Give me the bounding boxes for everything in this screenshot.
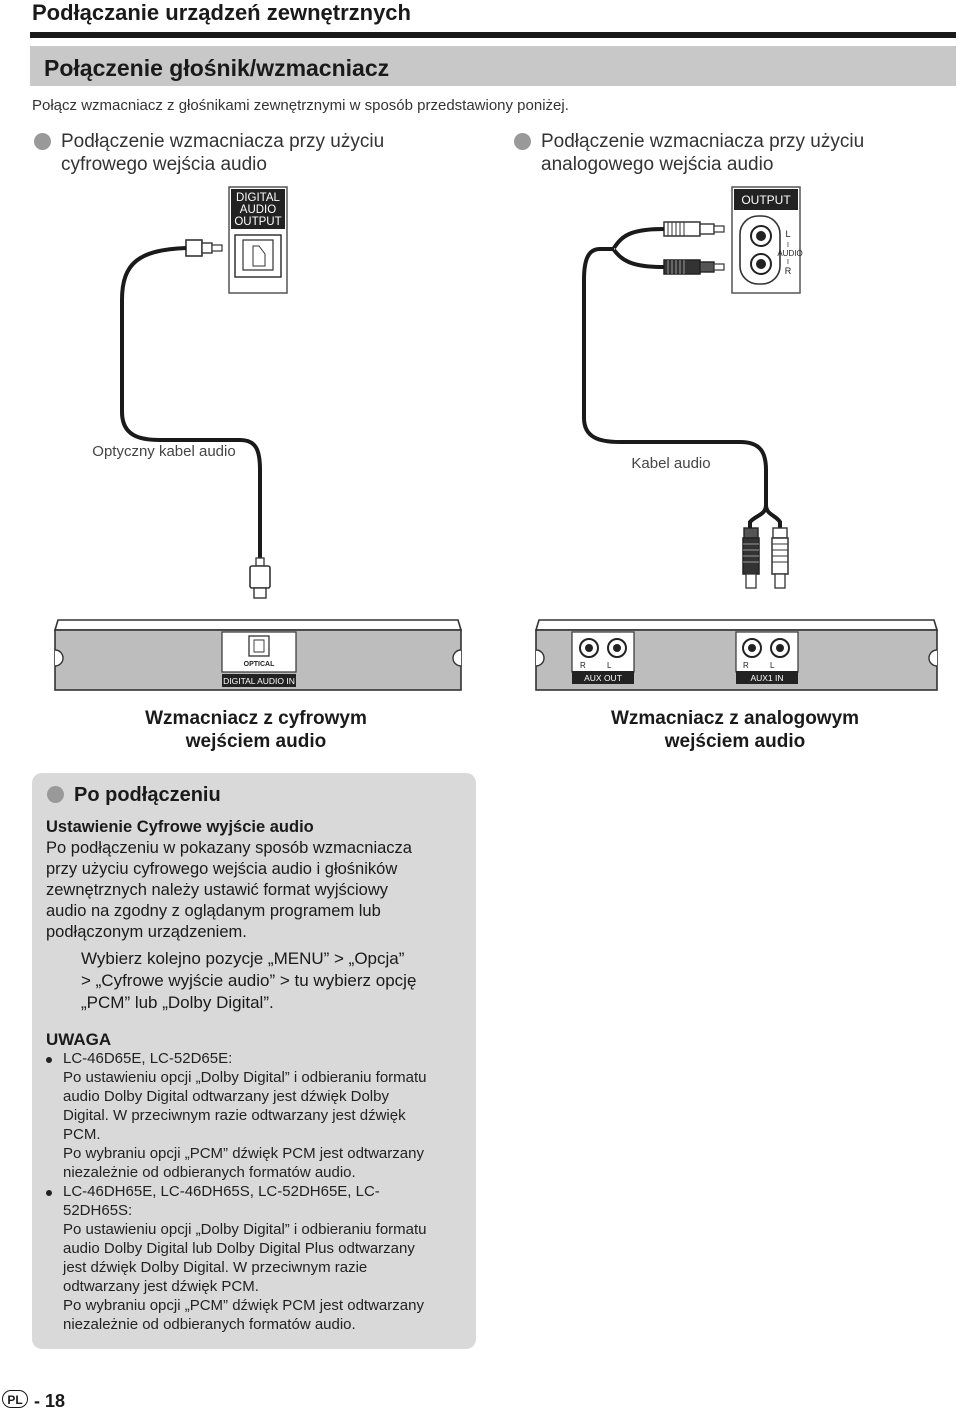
language-badge: PL — [2, 1390, 28, 1408]
after-subtitle: Ustawienie Cyfrowe wyjście audio — [46, 818, 314, 836]
intro-text: Połącz wzmacniacz z głośnikami zewnętrzn… — [32, 97, 569, 114]
note1-line: audio Dolby Digital odtwarzany jest dźwi… — [63, 1088, 389, 1105]
aux1-l-label: L — [770, 661, 775, 670]
digital-caption-line2: wejściem audio — [185, 731, 327, 752]
after-connection-panel — [32, 773, 476, 1349]
note2-line: jest dźwięk Dolby Digital. W przeciwnym … — [63, 1259, 368, 1276]
analog-heading: Podłączenie wzmacniacza przy użyciu anal… — [541, 130, 864, 176]
after-para-line: zewnętrznych należy ustawić format wyjśc… — [46, 881, 389, 899]
note2-line: 52DH65S: — [63, 1202, 133, 1219]
rca-plug-white-tv — [663, 221, 725, 237]
analog-heading-line2: analogowego wejścia audio — [541, 154, 774, 175]
note2-line: Po ustawieniu opcji „Dolby Digital” i od… — [63, 1221, 427, 1238]
tv-output-sep2: I — [787, 259, 789, 266]
after-bullet-icon — [47, 786, 64, 803]
tv-digital-label-2: AUDIO — [240, 204, 276, 216]
tv-digital-label-1: DIGITAL — [236, 192, 280, 204]
connection-diagram: DIGITAL AUDIO OUTPUT Optyczny kabel audi… — [53, 186, 939, 691]
tv-digital-output-port: DIGITAL AUDIO OUTPUT — [228, 186, 288, 294]
aux-out-l-label: L — [607, 661, 612, 670]
after-title: Po podłączeniu — [74, 784, 221, 806]
tv-output-r: R — [785, 266, 792, 276]
digital-caption-line1: Wzmacniacz z cyfrowym — [145, 708, 367, 729]
note-title: UWAGA — [46, 1030, 112, 1049]
analog-caption-line2: wejściem audio — [664, 731, 806, 752]
note2-line: Po wybraniu opcji „PCM” dźwięk PCM jest … — [63, 1297, 424, 1314]
aux-out-label: AUX OUT — [584, 673, 622, 683]
note2-line: audio Dolby Digital lub Dolby Digital Pl… — [63, 1240, 415, 1257]
instr-line: > „Cyfrowe wyjście audio” > tu wybierz o… — [81, 971, 417, 990]
rca-plug-white-amp — [771, 527, 789, 589]
optical-plug-amp — [249, 557, 271, 599]
note-item-1: LC-46D65E, LC-52D65E: Po ustawieniu opcj… — [63, 1049, 427, 1182]
tv-output-title: OUTPUT — [741, 193, 791, 207]
header-rule — [30, 32, 956, 38]
note1-line: PCM. — [63, 1126, 101, 1143]
analog-caption-line1: Wzmacniacz z analogowym — [610, 708, 860, 729]
aux1-r-label: R — [743, 661, 749, 670]
optical-port-label: OPTICAL — [244, 661, 275, 668]
digital-amp-caption: Wzmacniacz z cyfrowym wejściem audio — [106, 707, 406, 753]
note1-line: Po wybraniu opcji „PCM” dźwięk PCM jest … — [63, 1145, 424, 1162]
tv-analog-output-port: OUTPUT L I AUDIO I R — [731, 186, 803, 294]
note-bullet-icon — [46, 1190, 52, 1196]
tv-output-sep1: I — [787, 242, 789, 249]
note1-line: Po ustawieniu opcji „Dolby Digital” i od… — [63, 1069, 427, 1086]
audio-cable — [582, 227, 768, 505]
section-bar — [30, 46, 956, 86]
digital-heading-line2: cyfrowego wejścia audio — [61, 154, 267, 175]
note1-line: Digital. W przeciwnym razie odtwarzany j… — [63, 1107, 406, 1124]
aux1-in-label: AUX1 IN — [750, 673, 783, 683]
note1-line: niezależnie od odbieranych formatów audi… — [63, 1164, 356, 1181]
aux-out-r-label: R — [580, 661, 586, 670]
digital-amplifier: OPTICAL DIGITAL AUDIO IN — [53, 619, 463, 691]
digital-heading: Podłączenie wzmacniacza przy użyciu cyfr… — [61, 130, 384, 176]
tv-digital-label-3: OUTPUT — [234, 216, 281, 228]
analog-amplifier: R L AUX OUT R L AUX1 IN — [534, 619, 939, 691]
digital-heading-line1: Podłączenie wzmacniacza przy użyciu — [61, 131, 385, 152]
rca-plug-red-tv — [663, 259, 725, 275]
tv-output-audio: AUDIO — [777, 249, 802, 258]
note1-line: LC-46D65E, LC-52D65E: — [63, 1050, 233, 1067]
note2-line: LC-46DH65E, LC-46DH65S, LC-52DH65E, LC- — [63, 1183, 380, 1200]
analog-bullet-icon — [514, 133, 531, 150]
instr-line: Wybierz kolejno pozycje „MENU” > „Opcja” — [81, 949, 405, 968]
note-item-2: LC-46DH65E, LC-46DH65S, LC-52DH65E, LC- … — [63, 1182, 427, 1334]
tv-output-l: L — [785, 229, 790, 239]
note2-line: niezależnie od odbieranych formatów audi… — [63, 1316, 356, 1333]
rca-plug-red-amp — [742, 527, 760, 589]
section-title: Połączenie głośnik/wzmacniacz — [44, 55, 390, 81]
digital-audio-in-label: DIGITAL AUDIO IN — [223, 676, 295, 686]
digital-bullet-icon — [34, 133, 51, 150]
after-para-line: audio na zgodny z oglądanym programem lu… — [46, 902, 381, 920]
page-number: - 18 — [34, 1391, 66, 1411]
instr-line: „PCM” lub „Dolby Digital”. — [81, 993, 274, 1012]
note2-line: odtwarzany jest dźwięk PCM. — [63, 1278, 259, 1295]
after-paragraph: Po podłączeniu w pokazany sposób wzmacni… — [46, 838, 412, 943]
optical-plug-tv — [185, 239, 223, 257]
audio-cable-label: Kabel audio — [631, 455, 710, 472]
after-para-line: podłączonym urządzeniem. — [46, 923, 247, 941]
page-header-title: Podłączanie urządzeń zewnętrznych — [32, 0, 411, 25]
analog-heading-line1: Podłączenie wzmacniacza przy użyciu — [541, 131, 865, 152]
analog-amp-caption: Wzmacniacz z analogowym wejściem audio — [585, 707, 885, 753]
optical-cable-label: Optyczny kabel audio — [92, 443, 235, 460]
after-para-line: Po podłączeniu w pokazany sposób wzmacni… — [46, 839, 412, 857]
after-instructions: Wybierz kolejno pozycje „MENU” > „Opcja”… — [81, 948, 416, 1014]
after-para-line: przy użyciu cyfrowego wejścia audio i gł… — [46, 860, 398, 878]
note-bullet-icon — [46, 1057, 52, 1063]
optical-cable — [120, 246, 262, 560]
